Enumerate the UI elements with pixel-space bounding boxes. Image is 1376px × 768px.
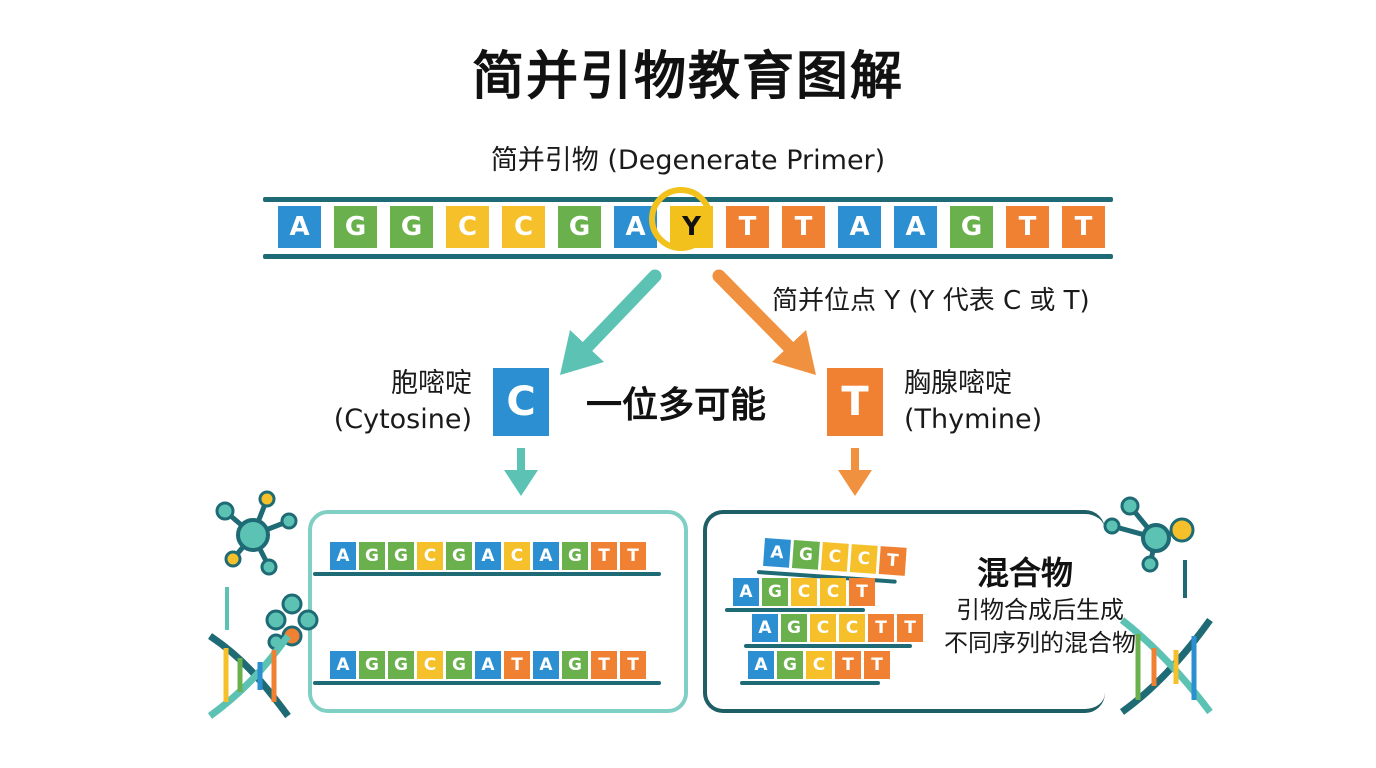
base-t: T [782, 206, 825, 248]
base-c: C [849, 544, 878, 574]
page-title: 简并引物教育图解 [471, 47, 904, 107]
base-t: T [878, 546, 907, 576]
mix-sequence-2-rail [725, 608, 865, 612]
base-t: T [868, 614, 894, 642]
base-t: T [726, 206, 769, 248]
base-g: G [562, 651, 588, 679]
arrow-to-t-icon [712, 269, 816, 375]
primer-label: 简并引物 (Degenerate Primer) [490, 145, 886, 176]
base-g: G [791, 540, 820, 570]
base-c: C [839, 614, 865, 642]
base-t: T [897, 614, 923, 642]
cluster-molecule-icon [265, 593, 319, 651]
mix-sequence-4-rail [740, 681, 880, 685]
base-t: T [591, 651, 617, 679]
base-a: A [763, 538, 791, 568]
base-g: G [950, 206, 993, 248]
base-g: G [558, 206, 601, 248]
base-a: A [330, 651, 356, 679]
base-c: C [502, 206, 545, 248]
thymine-name-en: (Thymine) [904, 404, 1043, 435]
base-g: G [777, 651, 803, 679]
base-a: A [748, 651, 774, 679]
base-t: T [620, 542, 646, 570]
strand-bottom-rail [263, 254, 1113, 259]
base-g: G [762, 578, 788, 606]
base-c: C [446, 206, 489, 248]
base-t: T [835, 651, 861, 679]
base-c: C [820, 578, 846, 606]
center-label: 一位多可能 [586, 385, 767, 426]
base-c: C [417, 651, 443, 679]
molecule-icon [215, 490, 298, 576]
base-a: A [533, 651, 559, 679]
base-t: T [1006, 206, 1049, 248]
thymine-label: 胸腺嘧啶 (Thymine) [904, 366, 1104, 438]
arrow-to-c-icon [560, 269, 662, 375]
base-g: G [359, 651, 385, 679]
degenerate-site-label: 简并位点 Y (Y 代表 C 或 T) [772, 286, 1090, 316]
base-a: A [894, 206, 937, 248]
base-g: G [388, 651, 414, 679]
base-t: T [849, 578, 875, 606]
base-t: T [620, 651, 646, 679]
base-c: C [820, 542, 849, 572]
base-a: A [475, 651, 501, 679]
base-t: T [864, 651, 890, 679]
base-g: G [562, 542, 588, 570]
base-c: C [810, 614, 836, 642]
dashed-connector-left [225, 587, 229, 630]
base-g: G [446, 542, 472, 570]
base-g: G [446, 651, 472, 679]
base-a: A [733, 578, 759, 606]
right-panel [703, 510, 1105, 713]
base-g: G [359, 542, 385, 570]
mixture-desc-line1: 引物合成后生成 [956, 596, 1124, 624]
base-c: C [417, 542, 443, 570]
left-sequence-1-rail [313, 572, 661, 576]
cytosine-name-en: (Cytosine) [333, 404, 472, 435]
arrow-down-t-icon [838, 448, 872, 496]
mixture-description: 引物合成后生成 不同序列的混合物 [920, 594, 1160, 660]
base-c: C [791, 578, 817, 606]
option-t-box: T [827, 368, 883, 436]
base-g: G [781, 614, 807, 642]
cytosine-name-cn: 胞嘧啶 [391, 368, 472, 399]
left-sequence-2-rail [313, 681, 661, 685]
option-c-box: C [493, 368, 549, 436]
cytosine-label: 胞嘧啶 (Cytosine) [300, 366, 472, 438]
base-t: T [591, 542, 617, 570]
mix-sequence-3-rail [744, 644, 912, 648]
thymine-name-cn: 胸腺嘧啶 [904, 368, 1012, 399]
molecule-icon-right [1103, 496, 1195, 573]
base-a: A [752, 614, 778, 642]
base-g: G [334, 206, 377, 248]
dna-helix-icon-right [1119, 617, 1213, 715]
dashed-connector-right [1183, 560, 1187, 598]
base-a: A [475, 542, 501, 570]
mixture-title: 混合物 [976, 554, 1073, 592]
base-a: A [838, 206, 881, 248]
base-a: A [278, 206, 321, 248]
base-g: G [390, 206, 433, 248]
base-t: T [1062, 206, 1105, 248]
base-a: A [330, 542, 356, 570]
base-c: C [504, 542, 530, 570]
dna-helix-icon-left [207, 633, 291, 719]
base-c: C [806, 651, 832, 679]
mixture-desc-line2: 不同序列的混合物 [944, 629, 1136, 657]
base-a: A [533, 542, 559, 570]
base-t: T [504, 651, 530, 679]
arrow-down-c-icon [504, 448, 538, 496]
base-g: G [388, 542, 414, 570]
degenerate-site-highlight [649, 187, 713, 251]
